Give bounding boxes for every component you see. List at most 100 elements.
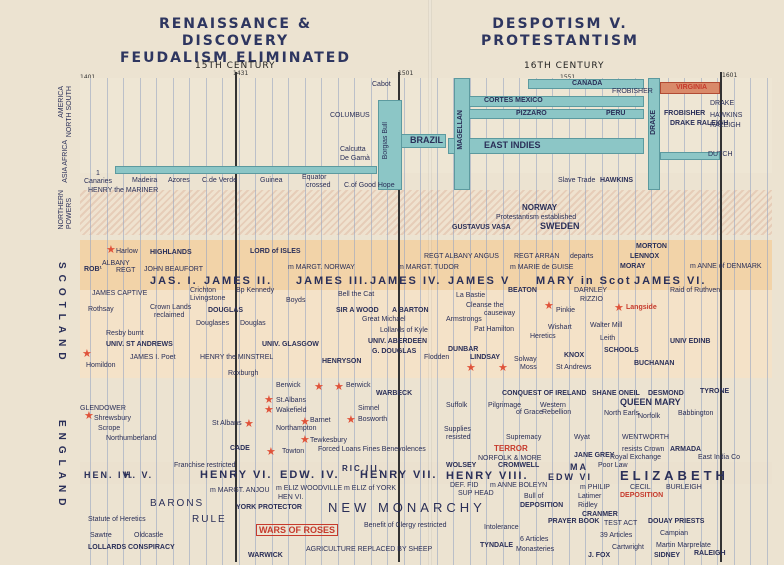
- lbl-roxburgh: Roxburgh: [228, 370, 259, 377]
- lbl-queenmary: QUEEN MARY: [620, 397, 681, 407]
- lbl-tewkesbury: Tewkesbury: [310, 437, 347, 444]
- king-edw6: EDW VI: [548, 472, 593, 482]
- king-henry7: HENRY VII.: [360, 469, 438, 481]
- lbl-livingstone: Livingstone: [190, 295, 226, 302]
- lbl-douaypriests: DOUAY PRIESTS: [648, 518, 705, 525]
- lbl-rothsay: Rothsay: [88, 306, 114, 313]
- lbl-frobisher: FROBISHER: [612, 88, 653, 95]
- lbl-standrews: St Andrews: [556, 364, 592, 371]
- lbl-deposition2: DEPOSITION: [620, 492, 664, 499]
- lbl-mariedeguise: m MARIE de GUISE: [510, 264, 574, 271]
- grid-line: [635, 78, 636, 565]
- lbl-warsofroses: WARS OF ROSES: [256, 524, 339, 536]
- lbl-ofgrace: of Grace: [516, 409, 543, 416]
- lbl-rizzio: RIZZIO: [580, 296, 603, 303]
- grid-line: [321, 78, 322, 565]
- grid-line: [123, 78, 124, 565]
- lbl-hawkins2: HAWKINS: [600, 177, 634, 184]
- grid-line: [503, 78, 504, 565]
- king-henry6: HENRY VI.: [200, 469, 273, 481]
- grid-line: [552, 78, 553, 565]
- bar-africa: [115, 166, 377, 174]
- lbl-causeway: causeway: [484, 310, 516, 317]
- lbl-canaries: Canaries: [84, 178, 113, 185]
- lbl-bpkennedy: Bp Kennedy: [236, 287, 275, 294]
- lbl-morton: MORTON: [636, 243, 667, 250]
- grid-line: [569, 78, 570, 565]
- lbl-armada: ARMADA: [670, 446, 702, 453]
- lbl-cortes: CORTES MEXICO: [484, 97, 543, 104]
- header-left-line2: FEUDALISM ELIMINATED: [119, 50, 351, 66]
- lbl-barnet: Barnet: [310, 417, 331, 424]
- lbl-northumberland: Northumberland: [106, 435, 157, 442]
- grid-line: [470, 78, 471, 565]
- battle-star: ★: [346, 413, 356, 426]
- lbl-prayerbook: PRAYER BOOK: [548, 518, 600, 525]
- side-america: AMERICA: [58, 86, 65, 118]
- battle-star: ★: [614, 301, 624, 314]
- lbl-bosworth: Bosworth: [358, 416, 388, 423]
- side-scotland: SCOTLAND: [56, 262, 67, 366]
- battle-star: ★: [264, 393, 274, 406]
- king-james4: JAMES IV.: [370, 275, 442, 287]
- year-1551: 1551: [560, 74, 575, 81]
- lbl-newmonarchy: NEW MONARCHY: [328, 500, 486, 515]
- lbl-suphead: SUP HEAD: [458, 490, 494, 497]
- king-james2: JAMES II.: [204, 275, 273, 287]
- lbl-rule: RULE: [192, 514, 227, 525]
- lbl-waltermill: Walter Mill: [590, 322, 623, 329]
- lbl-cdeverde: C.de Verde: [202, 177, 238, 184]
- bar-eastindies: [448, 138, 644, 154]
- lbl-albany: ALBANY: [102, 260, 130, 267]
- lbl-canada: CANADA: [572, 80, 603, 87]
- king-mary: MARY in Scot: [536, 275, 632, 287]
- header-right-line2: PROTESTANTISM: [481, 33, 639, 49]
- lbl-towton: Towton: [282, 448, 305, 455]
- lbl-eastindiaco: East India Co: [698, 454, 741, 461]
- lbl-wyat: Wyat: [574, 434, 590, 441]
- grid-line: [288, 78, 289, 565]
- lbl-wolsey: WOLSEY: [446, 462, 477, 469]
- grid-line: [453, 78, 454, 565]
- battle-star: ★: [244, 417, 254, 430]
- grid-line: [387, 78, 388, 565]
- lbl-drake: DRAKE: [710, 100, 735, 107]
- lbl-sidney: SIDNEY: [654, 552, 681, 559]
- lbl-drake2: DRAKE RALEIGH: [670, 120, 729, 127]
- king-jas1: JAS. I.: [150, 275, 198, 287]
- lbl-henrymariner: HENRY the MARINER: [88, 187, 159, 194]
- lbl-oldcastle: Oldcastle: [134, 532, 164, 539]
- grid-line: [404, 78, 405, 565]
- lbl-warwick: WARWICK: [248, 552, 283, 559]
- lbl-hawkins: HAWKINS: [710, 112, 743, 119]
- bar-dutch: [660, 152, 720, 160]
- battle-star: ★: [466, 361, 476, 374]
- year-1431: 1431: [233, 70, 249, 77]
- lbl-tyrone: TYRONE: [700, 388, 730, 395]
- header-right-line1: DESPOTISM V.: [492, 16, 628, 32]
- grid-line: [651, 78, 652, 565]
- king-james5: JAMES V: [448, 275, 511, 287]
- lbl-shrewsbury: Shrewsbury: [94, 415, 131, 422]
- lbl-homildon: Homildon: [86, 362, 116, 369]
- lbl-margttudor: m MARGT. TUDOR: [398, 264, 459, 271]
- header-right: DESPOTISM V. PROTESTANTISM: [470, 16, 650, 50]
- lbl-monasteries: Monasteries: [516, 546, 555, 553]
- lbl-articles: 39 Articles: [600, 532, 633, 539]
- lbl-cecil: CECIL: [630, 484, 651, 491]
- bar-canada: [528, 79, 644, 89]
- lbl-pathamilton: Pat Hamilton: [474, 326, 515, 333]
- lbl-pilgrimage: Pilgrimage: [488, 402, 522, 409]
- lbl-johnbeaufort: JOHN BEAUFORT: [144, 266, 203, 273]
- lbl-jamescaptive: JAMES CAPTIVE: [92, 290, 148, 297]
- band-scotland-lower: [80, 290, 772, 378]
- lbl-stalbans: St.Albans: [276, 397, 306, 404]
- lbl-ridley: Ridley: [578, 502, 598, 509]
- grid-line: [272, 78, 273, 565]
- lbl-darnley: DARNLEY: [574, 287, 608, 294]
- lbl-supremacy: Supremacy: [506, 434, 542, 441]
- lbl-raidofruthven: Raid of Ruthven: [670, 287, 721, 294]
- lbl-martin: Martin Marprelate: [656, 542, 711, 549]
- lbl-crossed: crossed: [306, 182, 331, 189]
- lbl-lindsay: LINDSAY: [470, 354, 501, 361]
